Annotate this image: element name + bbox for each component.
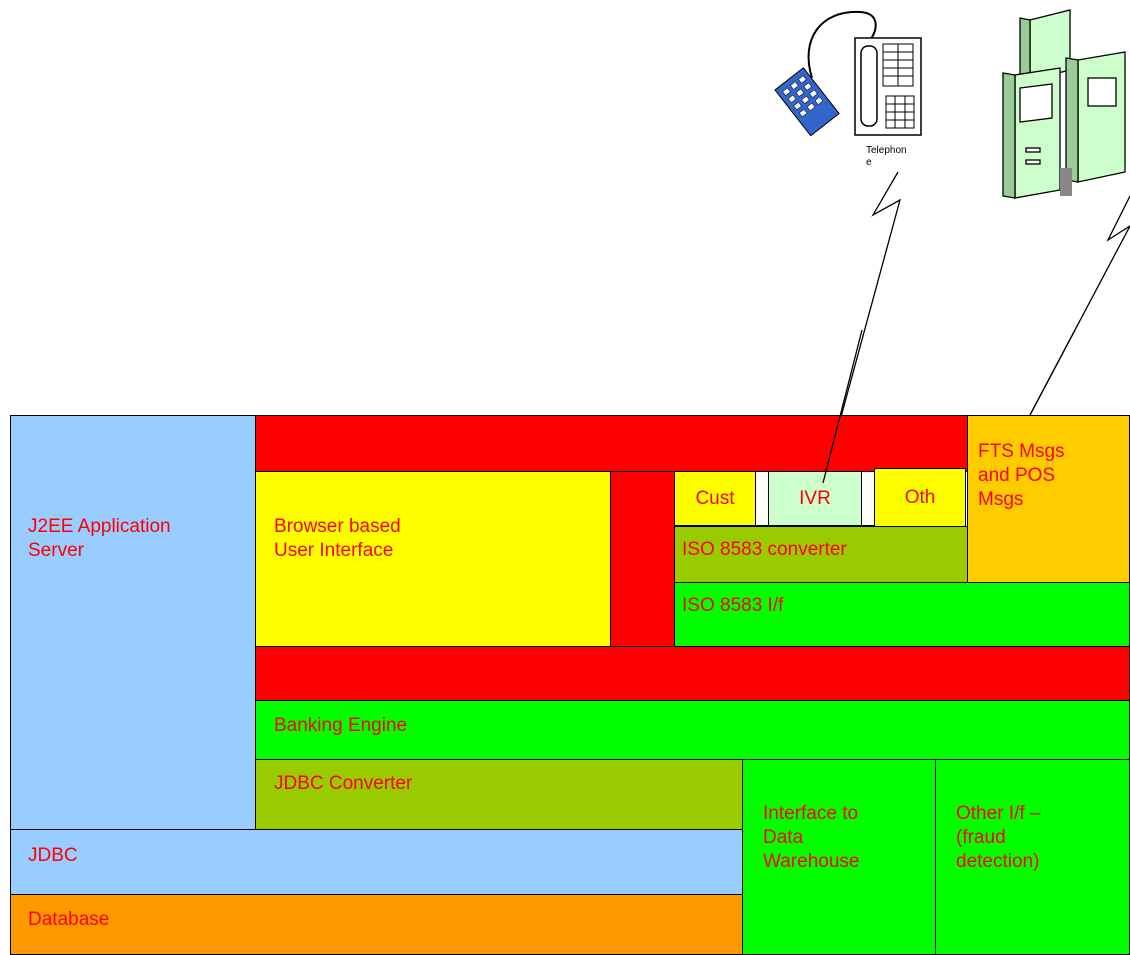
connection-lines [0, 0, 1130, 955]
